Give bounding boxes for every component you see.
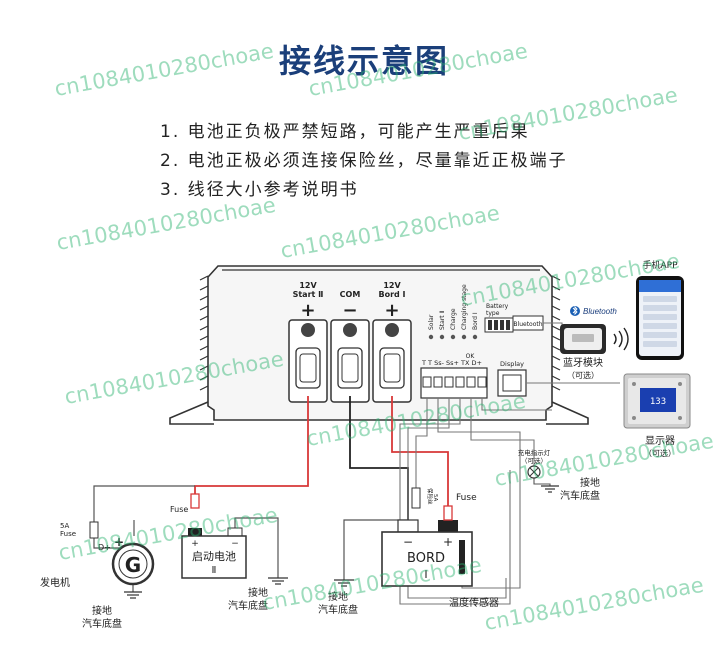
generator: G (89, 521, 155, 599)
start-ground-label: 接地 (248, 586, 268, 599)
lamp-ground-label-2: 汽车底盘 (560, 489, 600, 502)
ok-label: OK (466, 353, 476, 360)
display-reading: 133 (650, 397, 666, 407)
bluetooth-module-optional: （可选） (567, 370, 599, 380)
bord-battery: − + BORD Ⅰ (381, 505, 473, 587)
generator-symbol: G (125, 553, 141, 577)
start-ground-label-2: 汽车底盘 (228, 599, 268, 612)
diagram-title: 接线示意图 (278, 42, 449, 80)
start-terminal-voltage: 12V (299, 281, 317, 290)
notes-list: 1. 电池正负极严禁短路，可能产生严重后果 2. 电池正极必须连接保险丝，尽量靠… (160, 118, 568, 205)
indicator-charge-label: Charge (450, 308, 457, 330)
lamp-ground-label: 接地 (580, 476, 600, 489)
start-ground (268, 577, 288, 585)
generator-ground-label: 接地 (92, 604, 112, 617)
indicator-solar-label: Solar (428, 314, 435, 330)
note-2: 2. 电池正极必须连接保险丝，尽量靠近正极端子 (160, 151, 568, 171)
watermark: cn1084010280choae (279, 201, 502, 263)
fuse-5a-label-2: Fuse (60, 530, 76, 538)
signal-fuse-label: 保险丝 (426, 488, 434, 505)
com-terminal-label: COM (340, 290, 361, 299)
bord-terminal-voltage: 12V (383, 281, 401, 290)
start-battery: Fuse + − 启动电池 Ⅱ (170, 493, 247, 579)
generator-plus: + (114, 535, 124, 549)
status-indicators: Solar Start Ⅱ Charge Charging stage Bord… (428, 284, 479, 340)
start-terminal-label: Start Ⅱ (293, 290, 324, 299)
battery-type-label-2: type (486, 310, 500, 317)
plus-sign: + (300, 300, 315, 321)
start-battery-number: Ⅱ (212, 565, 217, 576)
bluetooth-module-label: 蓝牙模块 (563, 357, 603, 369)
bord-battery-number: Ⅰ (424, 568, 427, 581)
display-unit-label: 显示器 (645, 435, 675, 447)
display-unit-optional: （可选） (644, 448, 676, 458)
charge-lamp (527, 465, 541, 479)
bluetooth-port-label: Bluetooth (513, 321, 542, 328)
note-3: 3. 线径大小参考说明书 (160, 180, 359, 200)
pin-labels: T T Ss- Ss+ TX D+ (421, 359, 482, 367)
start-battery-label: 启动电池 (192, 550, 236, 563)
bord-terminal-label: Bord Ⅰ (378, 290, 405, 299)
plus-sign: + (384, 300, 399, 321)
terminal-start: + (288, 300, 328, 403)
watermark: cn1084010280choae (307, 39, 530, 101)
fuse-5a-label: 5A (60, 522, 69, 530)
terminal-com: − (330, 300, 370, 403)
display-port (497, 369, 527, 397)
plus-sign: + (191, 539, 199, 549)
bord-fuse-label: Fuse (456, 493, 477, 503)
watermark: cn1084010280choae (55, 193, 278, 255)
bord-ground-label-2: 汽车底盘 (318, 603, 358, 616)
phone-label: 手机APP (642, 259, 678, 271)
wireless-icon (613, 327, 629, 351)
signal-connector (420, 367, 488, 399)
signal-fuse (411, 487, 421, 509)
lamp-ground (541, 485, 559, 493)
start-fuse-label: Fuse (170, 505, 188, 514)
temp-sensor-label: 温度传感器 (449, 596, 499, 609)
d-plus-label: D+ (98, 543, 111, 552)
watermark: cn1084010280choae (483, 573, 706, 635)
charge-lamp-optional: （可选） (521, 456, 547, 465)
cooling-fins (199, 269, 561, 391)
phone (636, 276, 684, 360)
bluetooth-logo (570, 305, 580, 316)
display-port-label: Display (500, 360, 524, 368)
minus-sign: − (342, 300, 357, 321)
display-unit (623, 373, 691, 429)
watermark: cn1084010280choae (457, 83, 680, 145)
bluetooth-logo-text: Bluetooth (583, 307, 617, 316)
minus-sign: − (403, 535, 413, 549)
bord-ground (334, 579, 354, 587)
battery-type-label: Battery (486, 303, 509, 310)
charge-lamp-label: 充电指示灯 (518, 448, 551, 457)
minus-sign: − (231, 539, 239, 549)
plus-sign: + (443, 535, 453, 549)
note-1: 1. 电池正负极严禁短路，可能产生严重后果 (160, 122, 530, 142)
bord-ground-label: 接地 (328, 590, 348, 603)
bord-battery-label: BORD (407, 551, 445, 566)
signal-fuse-rating: 5A (432, 494, 438, 501)
indicator-stage-label: Charging stage (461, 284, 468, 330)
watermark: cn1084010280choae (53, 39, 276, 101)
indicator-bord-label: Bord Ⅰ (472, 312, 479, 330)
generator-label: 发电机 (40, 576, 70, 589)
battery-type-switch[interactable] (484, 317, 514, 333)
generator-ground-label-2: 汽车底盘 (82, 617, 122, 630)
indicator-start-label: Start Ⅱ (439, 310, 446, 330)
bluetooth-module (560, 324, 606, 354)
